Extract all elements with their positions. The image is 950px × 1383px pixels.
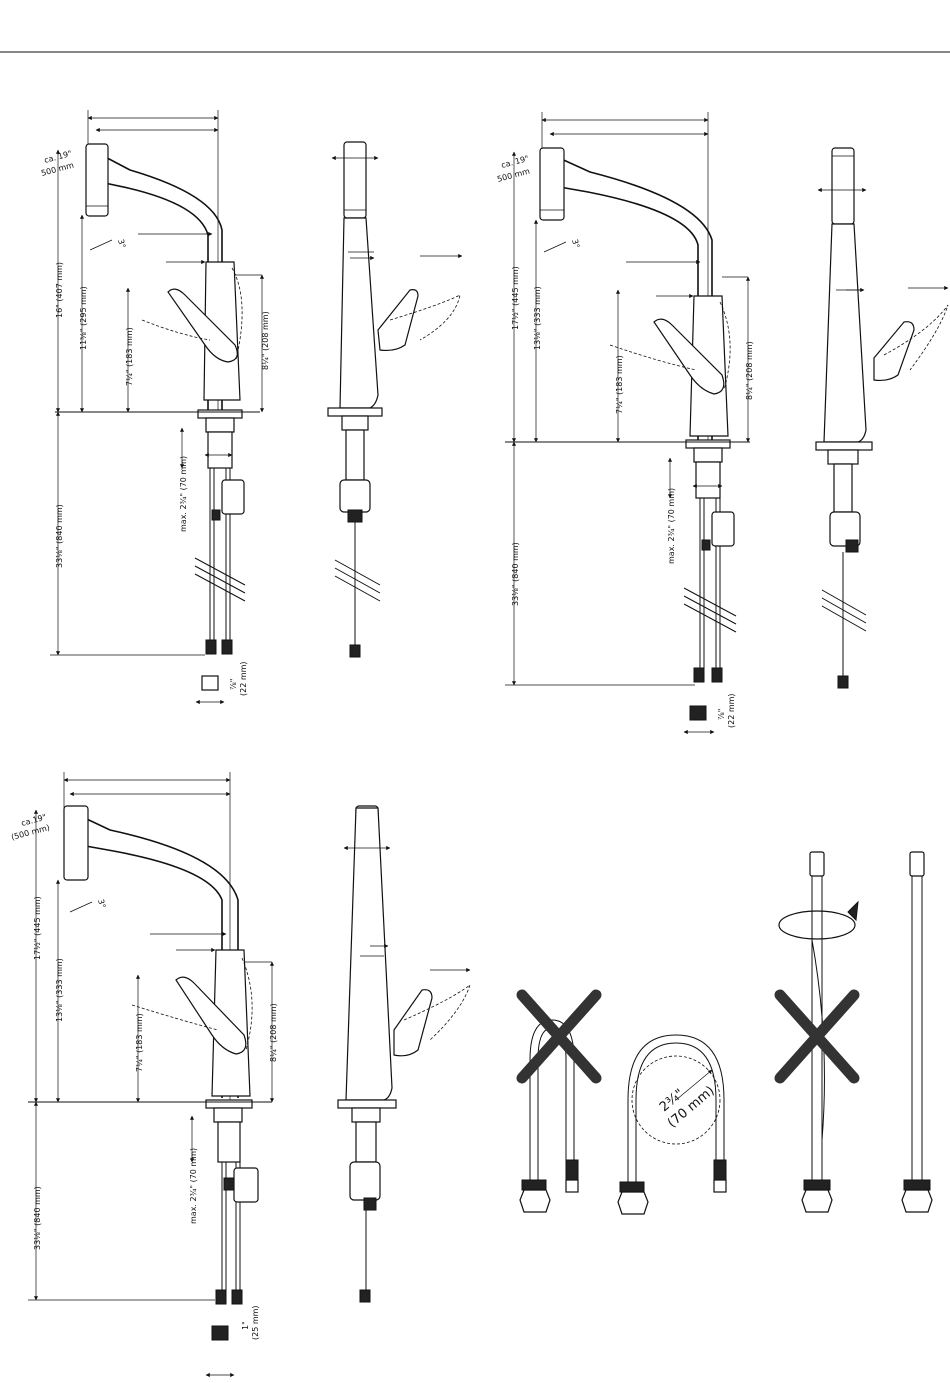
- d2-max-deck: max. 2¾" (70 mm): [667, 488, 676, 564]
- faucet-side-view-1: ca. 19" 500 mm 3° 16" (407 mm) 11⅝" (295…: [40, 110, 270, 705]
- d2-hose: 33⅛" (840 mm): [511, 542, 520, 606]
- d2-angle: 3°: [570, 238, 581, 249]
- d1-hose: 33⅛" (840 mm): [55, 504, 64, 568]
- faucet-front-view-3: [337, 805, 471, 1303]
- d3-h-body: 8¼" (208 mm): [269, 1003, 278, 1062]
- hose-bend-correct: 2¾" (70 mm): [617, 1034, 727, 1215]
- d3-nut: 1": [241, 1321, 250, 1330]
- d3-nut-mm: (25 mm): [251, 1305, 260, 1340]
- d3-h-lever: 7¼" (183 mm): [135, 1013, 144, 1072]
- d3-max-deck: max. 2¾" (70 mm): [189, 1148, 198, 1224]
- d2-h-total: 17½" (445 mm): [511, 266, 520, 330]
- d2-h-spout: 13⅛" (333 mm): [533, 286, 542, 350]
- d2-nut-mm: (22 mm): [727, 693, 736, 728]
- d1-max-deck: max. 2¾" (70 mm): [179, 456, 188, 532]
- faucet-front-view-1: [327, 141, 463, 658]
- hose-bend-wrong-1: [516, 989, 602, 1213]
- d3-h-total: 17½" (445 mm): [33, 896, 42, 960]
- d2-nut: ⅞": [717, 709, 726, 720]
- d1-nut: ⅞": [229, 679, 238, 690]
- faucet-front-view-2: [815, 147, 949, 689]
- d1-h-spout: 11⅝" (295 mm): [79, 286, 88, 350]
- hose-straight-correct: [901, 851, 933, 1213]
- d1-h-total: 16" (407 mm): [55, 262, 64, 318]
- d3-hose: 33⅛" (840 mm): [33, 1186, 42, 1250]
- d2-h-body: 8¼" (208 mm): [745, 341, 754, 400]
- faucet-side-view-2: ca. 19" 500 mm 3° 17½" (445 mm) 13⅛" (33…: [496, 112, 754, 735]
- d1-angle: 3°: [116, 238, 127, 249]
- d3-angle: 3°: [96, 898, 107, 909]
- d1-h-body: 8¼" (208 mm): [261, 311, 270, 370]
- faucet-side-view-3: ca.19" (500 mm) 3° 17½" (445 mm) 13⅛" (3…: [10, 772, 278, 1378]
- d1-nut-mm: (22 mm): [239, 661, 248, 696]
- d3-reach-mm: (500 mm): [10, 823, 51, 842]
- d2-h-lever: 7¼" (183 mm): [615, 355, 624, 414]
- hose-twist-wrong: [774, 851, 860, 1213]
- d3-h-spout: 13⅛" (333 mm): [55, 958, 64, 1022]
- d1-h-lever: 7¼" (183 mm): [125, 327, 134, 386]
